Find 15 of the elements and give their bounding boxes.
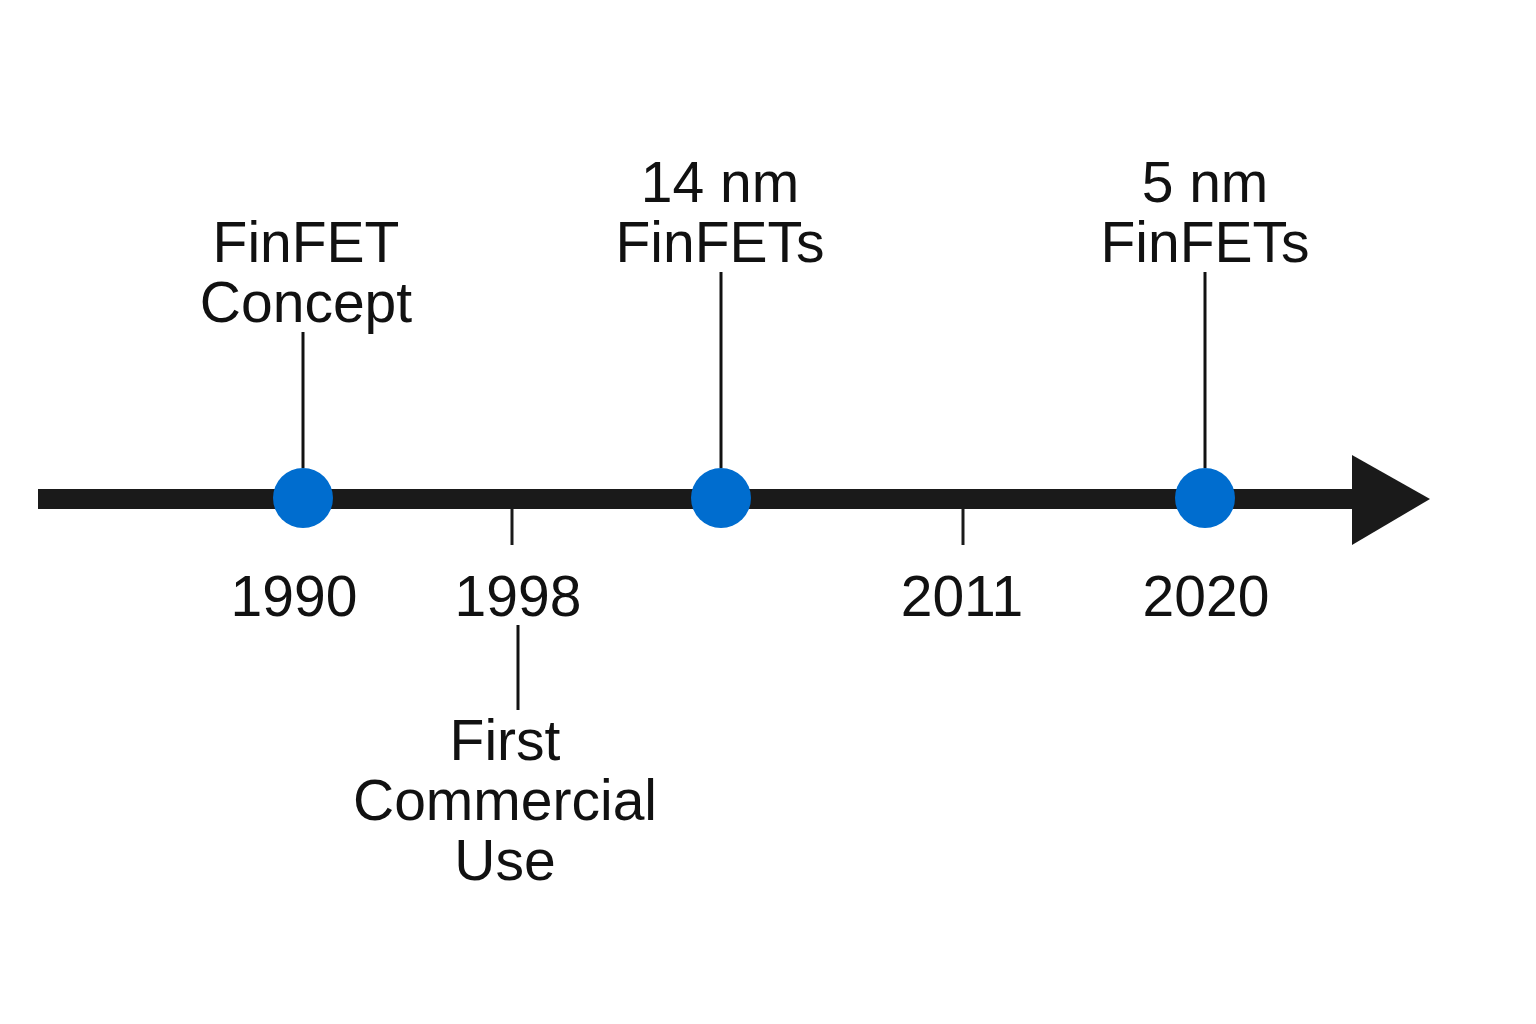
leader-line	[301, 332, 305, 468]
milestone-dot	[273, 468, 333, 528]
milestone-dot	[1175, 468, 1235, 528]
milestone-label: 5 nm FinFETs	[1075, 152, 1335, 272]
milestone-dot	[691, 468, 751, 528]
milestone-label: FinFET Concept	[156, 212, 456, 332]
leader-line	[719, 272, 723, 468]
year-label: 2020	[1142, 568, 1270, 625]
milestone-label: First Commercial Use	[325, 710, 685, 890]
year-label: 1998	[454, 568, 582, 625]
leader-line	[1203, 272, 1207, 468]
leader-line	[516, 625, 520, 710]
milestone-label: 14 nm FinFETs	[590, 152, 850, 272]
year-label: 1990	[230, 568, 358, 625]
year-label: 2011	[900, 568, 1024, 625]
